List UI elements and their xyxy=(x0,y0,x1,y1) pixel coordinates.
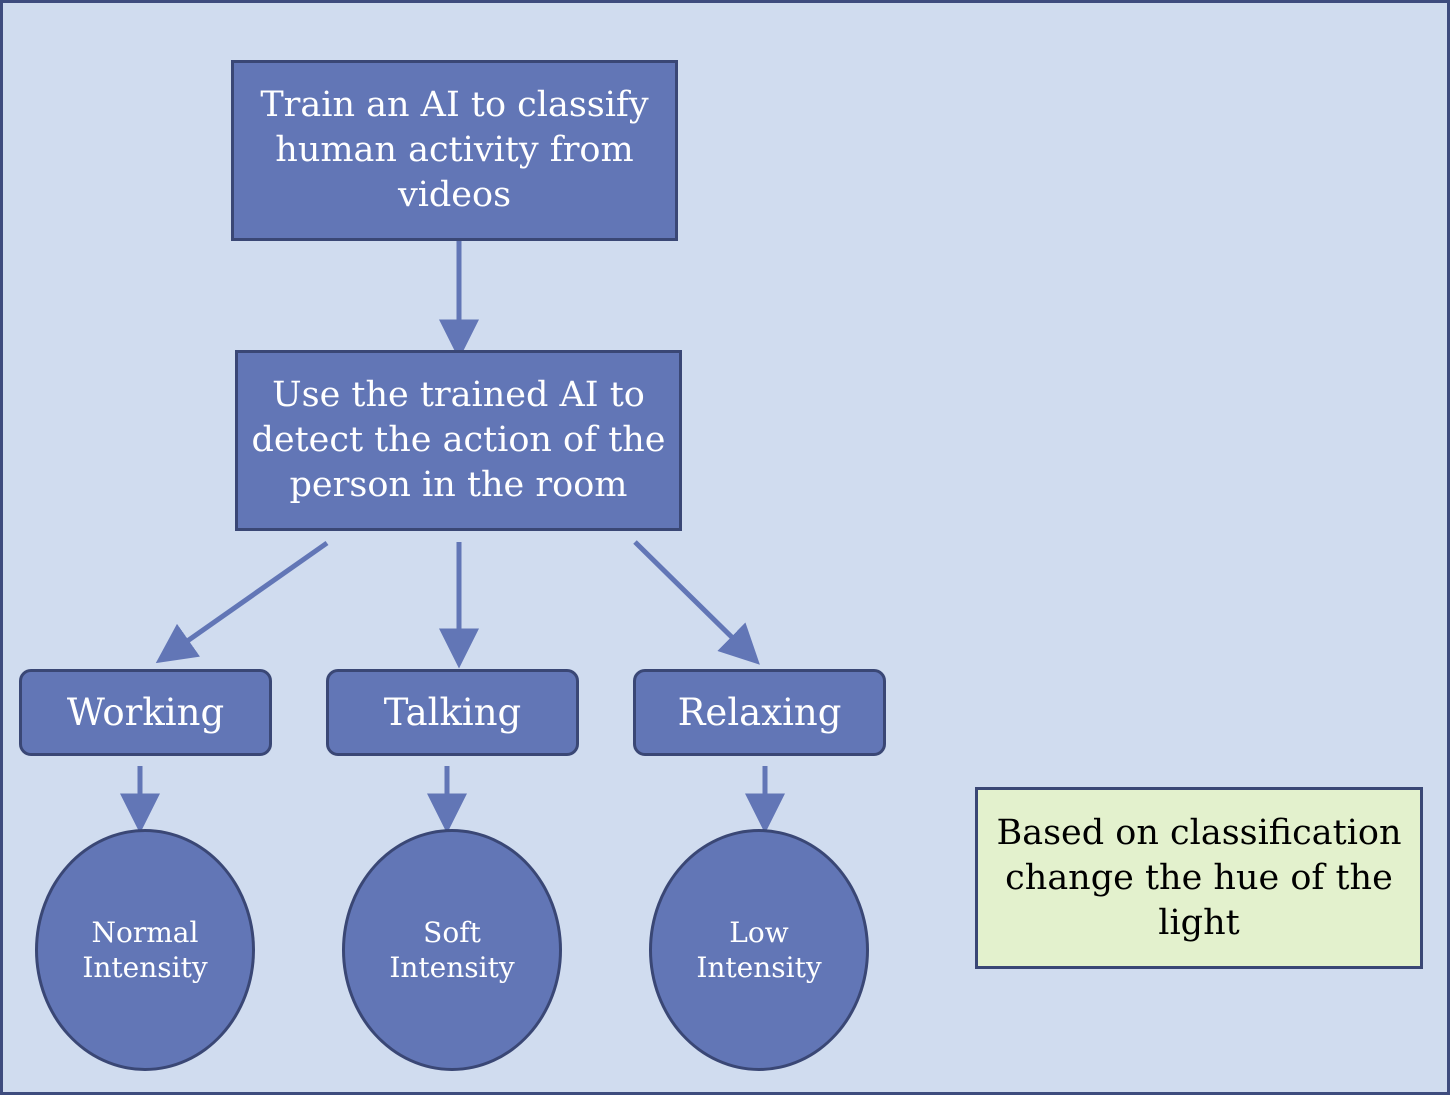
intensity-soft-circle: Soft Intensity xyxy=(342,829,562,1071)
arrow-detect-to-working xyxy=(155,540,329,664)
arrow-detect-to-relaxing xyxy=(633,540,760,665)
detect-action-box-label: Use the trained AI to detect the action … xyxy=(251,375,666,505)
activity-talking-label: Talking xyxy=(383,690,522,734)
activity-talking-box: Talking xyxy=(326,669,579,756)
train-ai-box: Train an AI to classify human activity f… xyxy=(231,60,678,241)
note-box: Based on classification change the hue o… xyxy=(975,787,1423,969)
activity-working-box: Working xyxy=(19,669,272,756)
train-ai-box-label: Train an AI to classify human activity f… xyxy=(260,85,649,215)
intensity-normal-circle: Normal Intensity xyxy=(35,829,255,1071)
note-box-label: Based on classification change the hue o… xyxy=(996,812,1402,943)
activity-working-label: Working xyxy=(66,690,225,734)
intensity-low-circle: Low Intensity xyxy=(649,829,869,1071)
intensity-soft-label: Soft Intensity xyxy=(389,916,515,984)
detect-action-box: Use the trained AI to detect the action … xyxy=(235,350,682,531)
activity-relaxing-box: Relaxing xyxy=(633,669,886,756)
intensity-low-label: Low Intensity xyxy=(696,916,822,984)
intensity-normal-label: Normal Intensity xyxy=(82,916,208,984)
activity-relaxing-label: Relaxing xyxy=(677,690,842,734)
